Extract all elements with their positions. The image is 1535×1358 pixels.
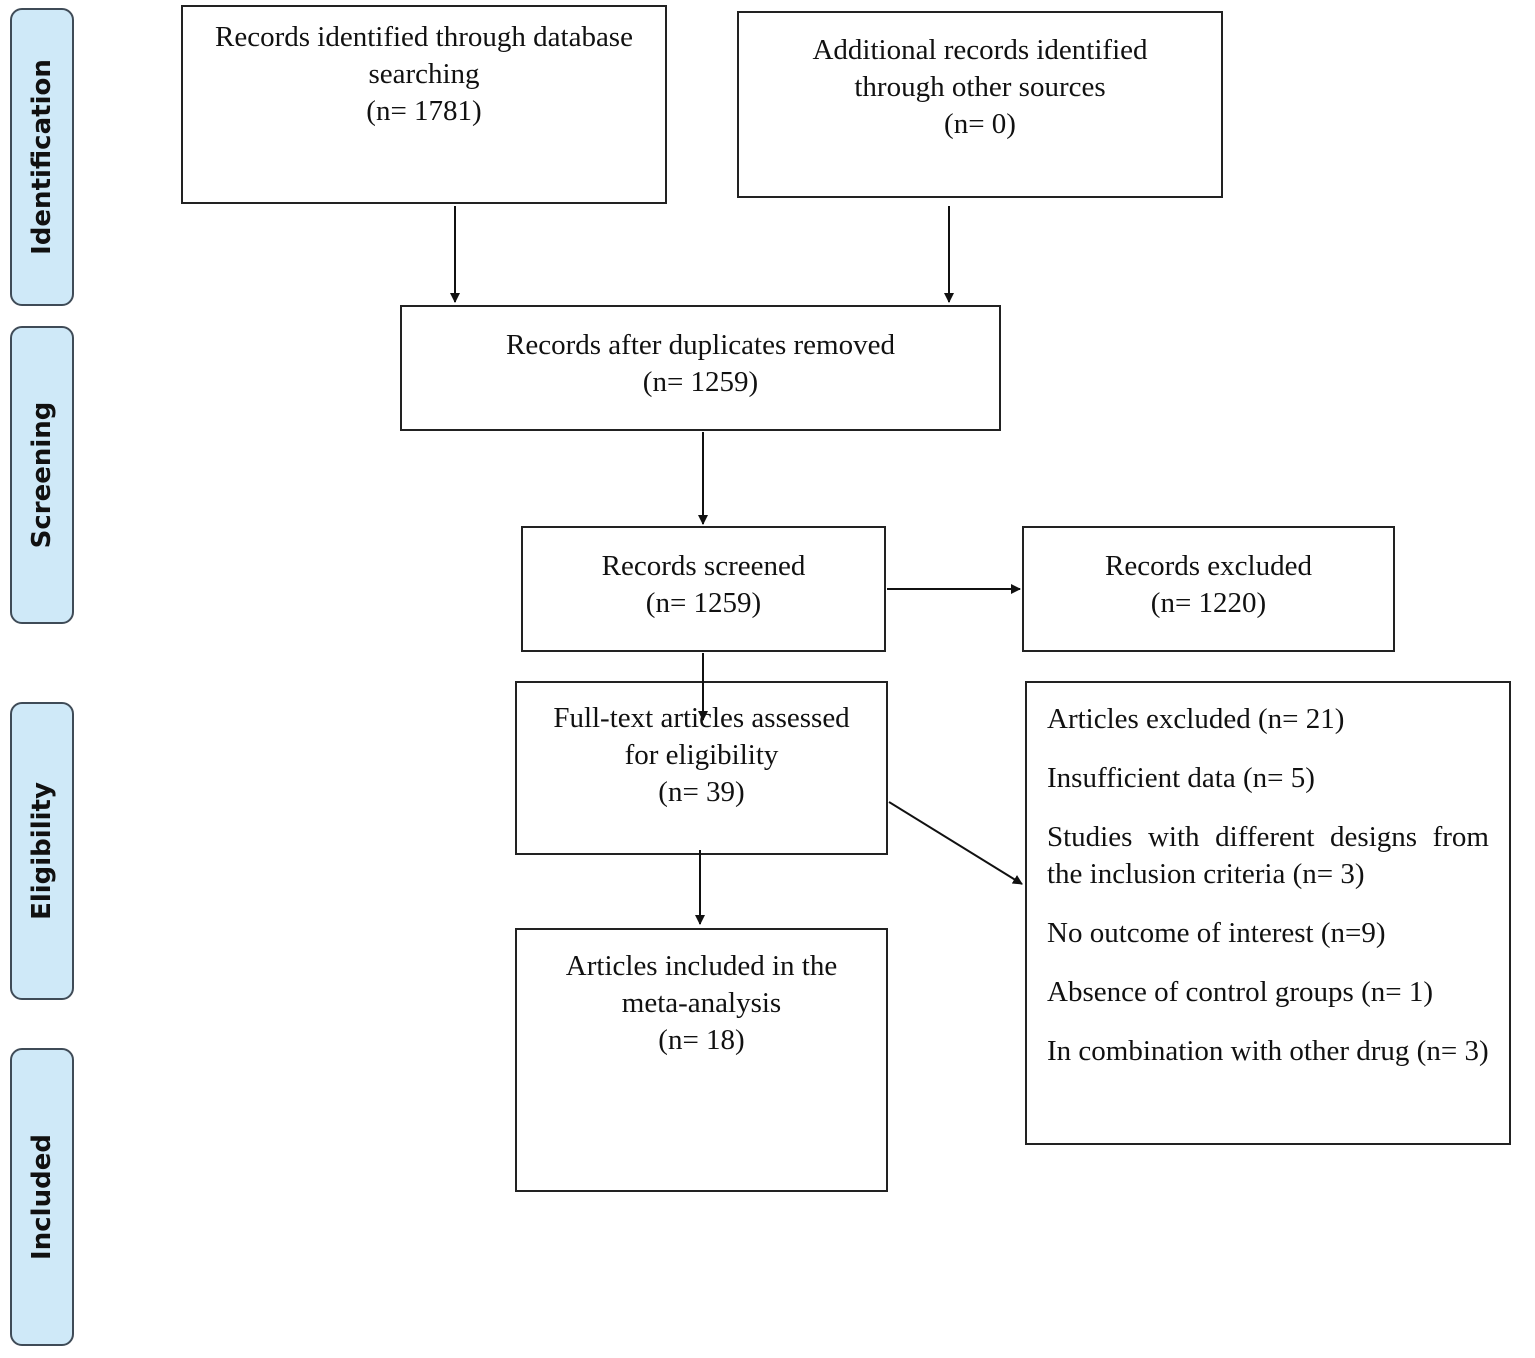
full-text-assessed-line2: for eligibility [624,739,779,771]
articles-included-line1: Articles included in the [565,950,838,982]
articles-included-box: Articles included in the meta-analysis (… [515,928,888,1192]
records-screened-label: Records screened [601,550,806,582]
exclusion-reason: In combination with other drug (n= 3) [1047,1035,1489,1067]
other-sources-line1: Additional records identified [812,34,1148,66]
phase-included: Included [10,1048,74,1346]
phase-identification: Identification [10,8,74,306]
records-excluded-count: (n= 1220) [1150,587,1267,619]
exclusion-reason: Insufficient data (n= 5) [1047,762,1315,794]
exclusion-reason: Studies with different designs from the … [1047,821,1489,890]
database-records-box: Records identified through database sear… [181,5,667,204]
phase-eligibility-label: Eligibility [27,782,57,920]
other-sources-count: (n= 0) [944,108,1016,140]
duplicates-removed-count: (n= 1259) [642,366,759,398]
database-records-line2: searching [368,58,480,90]
exclusion-reason: Absence of control groups (n= 1) [1047,976,1434,1008]
database-records-count: (n= 1781) [366,95,482,127]
phase-included-label: Included [27,1134,57,1260]
articles-included-line2: meta-analysis [621,987,782,1019]
articles-excluded-box: Articles excluded (n= 21) Insufficient d… [1025,681,1511,1145]
full-text-assessed-box: Full-text articles assessed for eligibil… [515,681,888,855]
duplicates-removed-label: Records after duplicates removed [506,329,895,361]
records-screened-box: Records screened (n= 1259) [521,526,886,652]
phase-screening: Screening [10,326,74,624]
phase-eligibility: Eligibility [10,702,74,1000]
phase-identification-label: Identification [27,59,57,255]
duplicates-removed-box: Records after duplicates removed (n= 125… [400,305,1001,431]
phase-screening-label: Screening [27,401,57,549]
exclusion-reason: No outcome of interest (n=9) [1047,917,1386,949]
records-excluded-box: Records excluded (n= 1220) [1022,526,1395,652]
other-sources-line2: through other sources [854,71,1106,103]
full-text-assessed-line1: Full-text articles assessed [553,702,850,734]
full-text-assessed-count: (n= 39) [658,776,745,808]
records-excluded-label: Records excluded [1105,550,1312,582]
articles-included-count: (n= 18) [658,1024,745,1056]
other-sources-box: Additional records identified through ot… [737,11,1223,198]
records-screened-count: (n= 1259) [645,587,762,619]
articles-excluded-total: Articles excluded (n= 21) [1047,703,1345,735]
database-records-line1: Records identified through database [215,21,633,53]
arrow-full-text-to-articles-excluded [888,801,1023,885]
